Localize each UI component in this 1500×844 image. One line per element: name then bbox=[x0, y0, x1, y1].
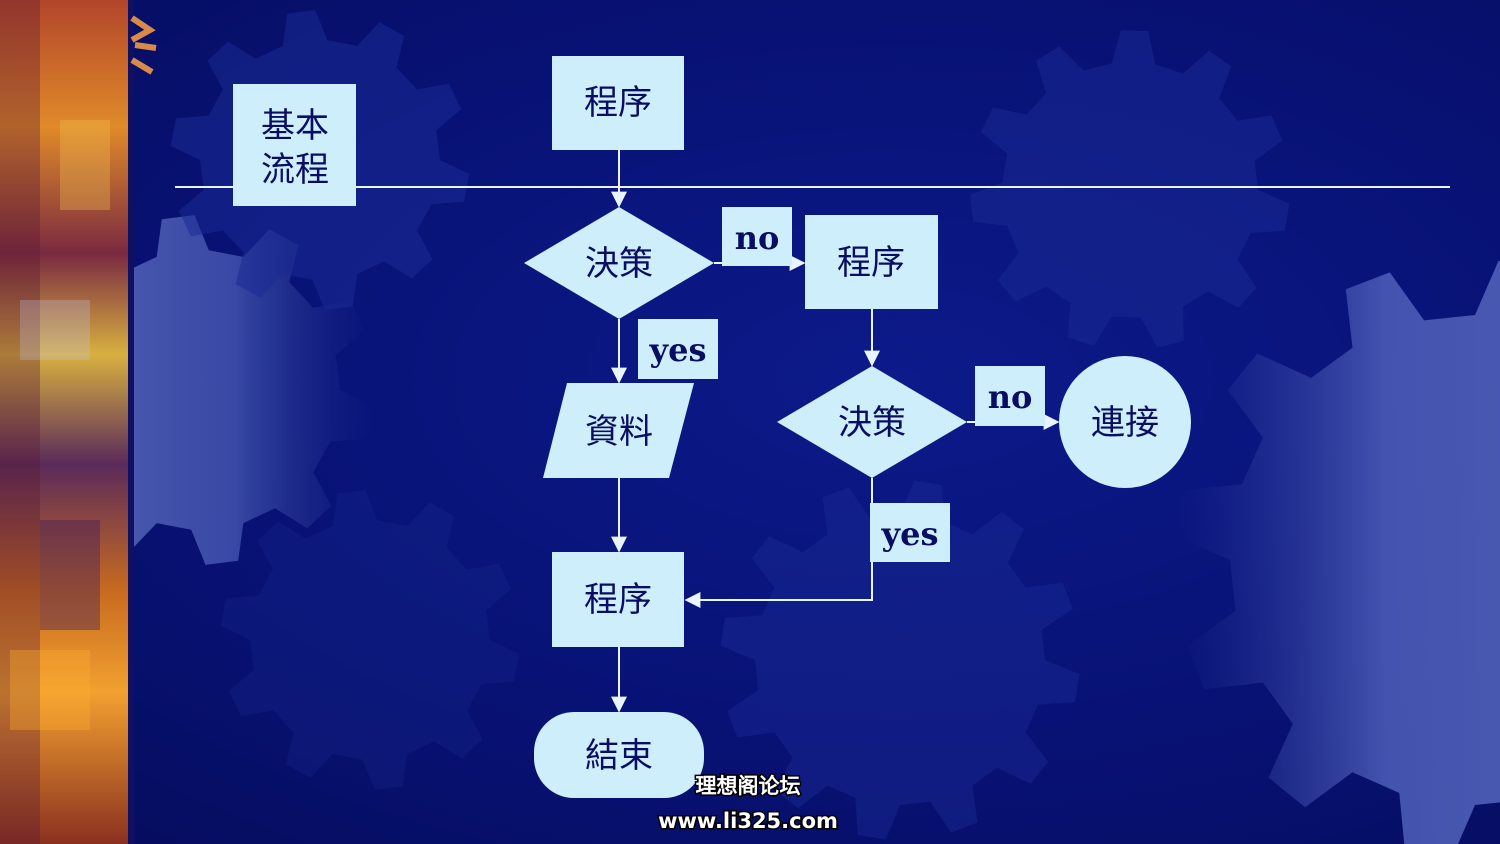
basic-flow-title-line1: 基本 bbox=[261, 106, 329, 146]
data-node: 資料 bbox=[543, 383, 694, 478]
edge-label-no-2: no bbox=[975, 366, 1045, 426]
process-node-right-label: 程序 bbox=[837, 243, 905, 283]
watermark-line2: www.li325.com bbox=[658, 809, 838, 833]
end-node-label: 結束 bbox=[585, 736, 653, 776]
edge-label-yes-2-text: yes bbox=[881, 515, 939, 553]
process-node-top: 程序 bbox=[552, 56, 684, 150]
gear-bottom-left-shape bbox=[220, 490, 520, 790]
decision-node-2: 決策 bbox=[777, 366, 967, 478]
gear-bottom-center-shape bbox=[720, 480, 1080, 840]
left-decorative-strip bbox=[0, 0, 157, 844]
edge-label-no-1-text: no bbox=[735, 219, 780, 257]
process-node-bottom-label: 程序 bbox=[584, 580, 652, 620]
decision-node-2-label: 決策 bbox=[838, 403, 906, 443]
edge-label-yes-2: yes bbox=[870, 503, 950, 562]
watermark-line1: 理想阁论坛 bbox=[696, 774, 801, 798]
process-node-bottom: 程序 bbox=[552, 552, 684, 647]
edge-label-yes-1-text: yes bbox=[649, 331, 707, 369]
gear-top-right-shape bbox=[970, 30, 1290, 348]
data-node-label: 資料 bbox=[585, 412, 653, 452]
process-node-top-label: 程序 bbox=[584, 83, 652, 123]
gear-right-shape bbox=[1175, 260, 1500, 844]
end-node: 結束 bbox=[534, 712, 704, 798]
edge-label-no-2-text: no bbox=[988, 378, 1033, 416]
basic-flow-title-box: 基本 流程 bbox=[233, 84, 356, 206]
basic-flow-title-line2: 流程 bbox=[261, 150, 329, 190]
process-node-right: 程序 bbox=[805, 215, 938, 309]
decision-node-1-label: 決策 bbox=[585, 244, 653, 284]
watermark: 理想阁论坛 www.li325.com bbox=[657, 773, 840, 835]
connector-node-label: 連接 bbox=[1091, 403, 1159, 443]
connector-node: 連接 bbox=[1059, 356, 1191, 488]
decision-node-1: 決策 bbox=[524, 207, 714, 319]
edge-label-yes-1: yes bbox=[638, 319, 718, 379]
edge-label-no-1: no bbox=[722, 207, 792, 266]
